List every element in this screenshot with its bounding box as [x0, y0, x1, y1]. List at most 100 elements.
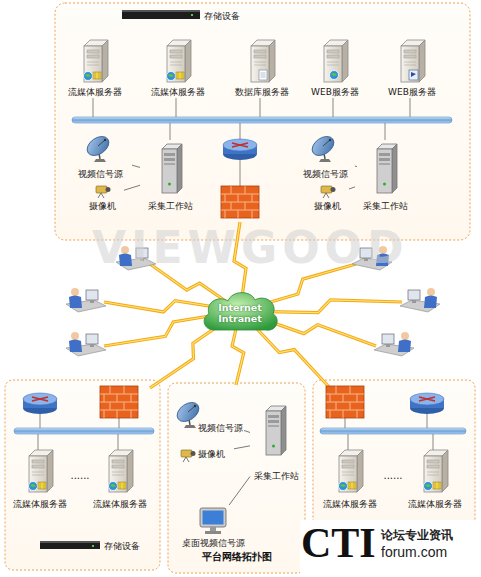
streaming-server: 流媒体服务器 [140, 36, 216, 98]
wires-part [40, 414, 41, 428]
watermark: VIEWGOOD [92, 222, 392, 273]
network-illustration-part [401, 40, 425, 82]
bottom-left-region [5, 380, 160, 570]
device-label: 摄像机 [89, 201, 116, 212]
device-label: 桌面视频信号源 [182, 538, 245, 549]
device-label: WEB服务器 [311, 87, 359, 98]
storage-device: 存储设备 [120, 7, 270, 25]
storage-icon-part [122, 10, 200, 19]
video-source: 视频信号源 [68, 132, 132, 180]
network-illustration-part [324, 40, 348, 82]
network-illustration-part [100, 386, 138, 418]
network-illustration-part [339, 450, 363, 492]
logo-domain: forum.com [381, 544, 477, 560]
network-illustration-part [109, 450, 133, 492]
network-illustration-part [410, 393, 444, 414]
diagram-title: 平台网络拓扑图 [168, 550, 305, 564]
device-label: 摄像机 [198, 449, 225, 460]
network-illustration-part [309, 133, 338, 162]
video-source: 视频信号源 [174, 404, 244, 434]
device-label: 视频信号源 [198, 423, 243, 434]
network-illustration-part [84, 40, 108, 82]
storage-icon [40, 541, 100, 549]
network-illustration-part [167, 40, 191, 82]
cloud-outline [204, 293, 277, 331]
network-illustration-part [377, 144, 397, 193]
network-illustration-part [84, 72, 102, 81]
capture-workstation: 采集工作站 [140, 140, 200, 212]
device-label: 存储设备 [204, 11, 240, 22]
connector-line [355, 166, 357, 168]
network-illustration-part [66, 288, 106, 312]
device-label: 流媒体服务器 [93, 499, 147, 510]
wires-part [118, 434, 119, 450]
storage-icon-part [40, 541, 100, 543]
network-illustration-part [84, 133, 113, 162]
network-illustration-part [223, 139, 257, 160]
device-label: 采集工作站 [254, 471, 299, 482]
wires-part [119, 418, 120, 428]
wires-part [427, 414, 428, 428]
wires-part [410, 98, 411, 117]
network-illustration-part [424, 450, 448, 492]
bottom-center-region [168, 383, 305, 573]
camera: 摄像机 [305, 182, 349, 212]
network-illustration-part [330, 71, 339, 80]
network-illustration-part [162, 144, 182, 193]
wires-part [260, 98, 261, 117]
network-illustration-part [321, 186, 336, 198]
device-label: 视频信号源 [78, 169, 123, 180]
logo-tagline: 论坛专业资讯 [381, 527, 477, 544]
storage-icon-part [40, 541, 100, 549]
network-illustration-part [66, 332, 106, 356]
device-label: 存储设备 [104, 541, 140, 552]
wires-part [348, 434, 349, 450]
device-label: 流媒体服务器 [13, 499, 67, 510]
network-illustration-part [200, 508, 226, 534]
network-illustration-part [96, 186, 111, 198]
network-illustration-part [400, 288, 440, 312]
device-label: 摄像机 [314, 201, 341, 212]
network-illustration-part [326, 386, 364, 418]
storage-icon-part [191, 14, 193, 16]
network-illustration-part [221, 186, 259, 218]
database-server: 数据库服务器 [224, 36, 300, 98]
network-bus [14, 428, 154, 434]
network-bus [72, 117, 452, 123]
device-label: 流媒体服务器 [151, 87, 205, 98]
device-label: 数据库服务器 [235, 87, 289, 98]
connector-line [229, 476, 250, 505]
storage-icon-part [122, 10, 200, 12]
streaming-server: 流媒体服务器 [57, 36, 133, 98]
network-illustration-part [181, 450, 196, 462]
device-label: 流媒体服务器 [68, 87, 122, 98]
network-illustration-part [167, 72, 185, 81]
ellipsis-mark: ...... [60, 470, 100, 481]
connector-line [349, 187, 355, 189]
wires-part [176, 98, 177, 117]
bottom-right-region [313, 380, 475, 530]
wires-part [240, 123, 241, 139]
connector-line [124, 185, 140, 190]
streaming-server: 流媒体服务器 [82, 446, 158, 510]
device-label: 流媒体服务器 [408, 499, 462, 510]
top-region [55, 3, 470, 240]
network-illustration-part [251, 40, 275, 82]
network-illustration-part [109, 482, 127, 491]
wires [93, 98, 410, 186]
network-illustration-part [424, 482, 442, 491]
desktop-video-source: 桌面视频信号源 [180, 505, 246, 549]
network-illustration-part [409, 70, 418, 80]
connector-line [132, 165, 140, 167]
network-illustration-part [266, 406, 286, 455]
capture-workstation: 采集工作站 [355, 140, 415, 212]
device-label: WEB服务器 [388, 87, 436, 98]
logo-text: CTI [301, 518, 381, 568]
wires-part [38, 434, 39, 450]
storage-device: 存储设备 [38, 536, 156, 556]
ellipsis-mark: ...... [373, 470, 413, 481]
device-label: 视频信号源 [303, 169, 348, 180]
